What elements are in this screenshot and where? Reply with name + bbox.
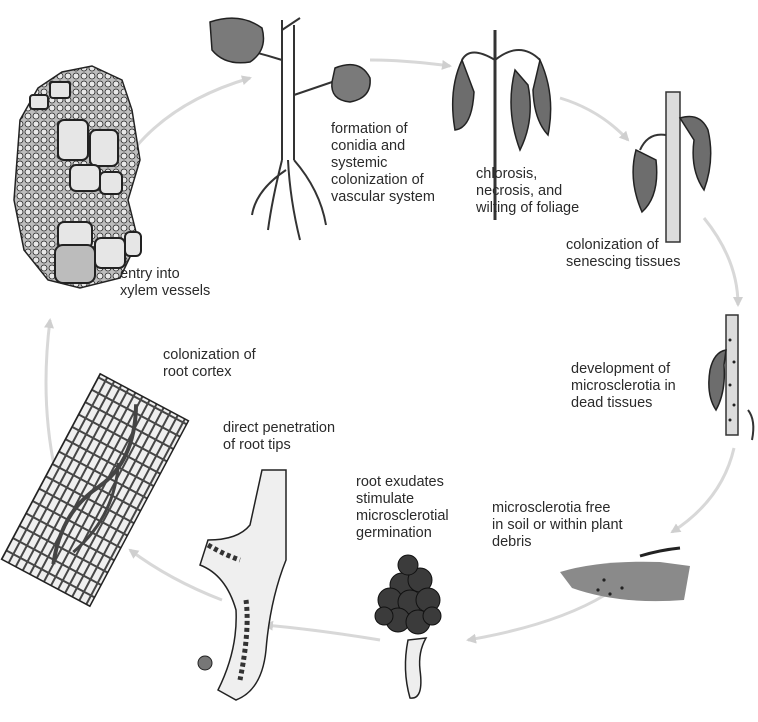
arrow-free-to-exudates — [468, 595, 605, 640]
label-formation-of-conidia: formation of conidia and systemic coloni… — [331, 121, 435, 206]
germinating-microsclerotium — [375, 555, 441, 698]
label-chlorosis-necrosis-wilting: chlorosis, necrosis, and wilting of foli… — [476, 166, 579, 217]
arrow-exudates-to-penetration — [265, 625, 380, 640]
label-microsclerotia-free: microsclerotia free in soil or within pl… — [492, 500, 623, 551]
label-direct-penetration: direct penetration of root tips — [223, 420, 335, 454]
label-colonization-root-cortex: colonization of root cortex — [163, 347, 256, 381]
label-development-microsclerotia: development of microsclerotia in dead ti… — [571, 361, 676, 412]
arrow-chlorosis-to-senescing — [560, 98, 628, 140]
arrow-cortex-to-xylem — [46, 320, 55, 470]
arrow-senescing-to-development — [704, 218, 738, 305]
soil-debris — [560, 548, 690, 601]
label-root-exudates: root exudates stimulate microsclerotial … — [356, 474, 449, 542]
arrow-conidia-to-chlorosis — [370, 60, 450, 66]
dead-stem-microsclerotia — [709, 315, 753, 440]
senescing-stem — [633, 92, 711, 242]
label-colonization-senescing: colonization of senescing tissues — [566, 237, 680, 271]
label-entry-xylem: entry into xylem vessels — [120, 266, 210, 300]
arrow-development-to-free — [672, 448, 734, 532]
arrow-xylem-to-conidia — [135, 78, 250, 148]
xylem-cross-section — [14, 66, 141, 288]
root-tip — [198, 470, 286, 700]
